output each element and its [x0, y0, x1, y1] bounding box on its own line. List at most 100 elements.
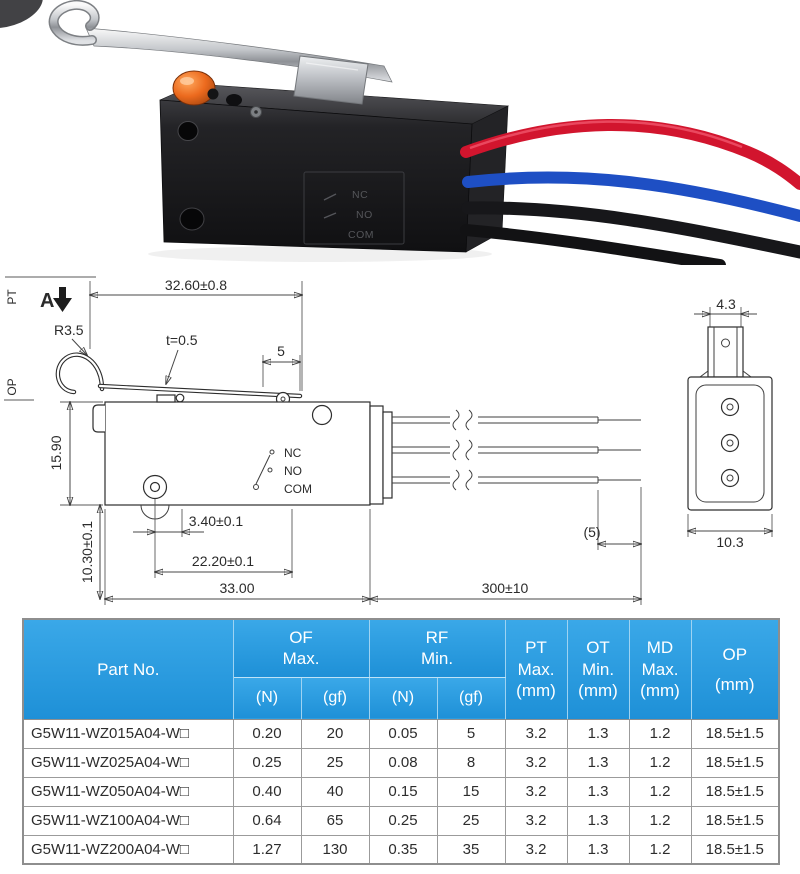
spec-table: Part No. OF Max. RF Min. PT Max. (mm) — [22, 618, 780, 865]
hinge-lever — [48, 0, 393, 118]
cell-ot: 1.3 — [566, 834, 630, 865]
cable-boot-inner — [382, 411, 393, 499]
terminal-label-nc: NC — [284, 446, 302, 460]
op-title: OP — [722, 644, 748, 664]
lever-pivot — [175, 393, 185, 403]
cell-of-gf: 65 — [300, 805, 370, 836]
md-sub: Max. — [641, 659, 679, 679]
rf-title: RF — [425, 628, 449, 647]
mounting-hole-bottom — [179, 207, 205, 231]
dim-wire-length: 300±10 — [482, 580, 529, 596]
cell-ot: 1.3 — [566, 805, 630, 836]
drawn-wire-top — [392, 409, 641, 431]
cell-of-gf: 40 — [300, 776, 370, 807]
lever-blade-inner — [98, 384, 302, 398]
terminal-hole-2 — [720, 433, 740, 453]
left-lug — [92, 404, 105, 433]
right-hole — [311, 404, 333, 426]
wire-black-1 — [461, 201, 800, 259]
wire-red — [460, 119, 800, 190]
ot-sub: Min. — [581, 659, 615, 679]
cell-pt: 3.2 — [504, 805, 568, 836]
side-view: PT OP A 32.60±0.8 R3.5 t=0.5 — [4, 276, 641, 605]
technical-drawing: PT OP A 32.60±0.8 R3.5 t=0.5 — [0, 265, 800, 617]
cell-of-n: 0.64 — [232, 805, 302, 836]
plunger — [226, 94, 242, 106]
terminal-marking-panel — [303, 171, 405, 245]
op-label: OP — [5, 378, 19, 395]
cell-md: 1.2 — [628, 834, 692, 865]
cell-pt: 3.2 — [504, 834, 568, 865]
wire-blue — [462, 171, 800, 222]
switch-body: NC NO COM — [159, 83, 510, 253]
blurred-lever-tip — [0, 0, 43, 29]
cell-part-no: G5W11-WZ100A04-W□ — [22, 805, 234, 836]
pt-title: PT — [525, 638, 547, 658]
lever-hinge-pin — [280, 396, 286, 402]
roller — [172, 70, 219, 106]
wire-black-2 — [460, 224, 726, 271]
cell-md: 1.2 — [628, 805, 692, 836]
col-header-md: MD Max. (mm) — [628, 618, 692, 720]
col-header-ot: OT Min. (mm) — [566, 618, 630, 720]
cell-rf-gf: 15 — [436, 776, 506, 807]
col-header-rf-n: (N) — [368, 676, 438, 720]
cell-of-gf: 20 — [300, 718, 370, 749]
cell-of-gf: 25 — [300, 747, 370, 778]
molded-label-com: COM — [348, 229, 374, 241]
cell-md: 1.2 — [628, 747, 692, 778]
cell-op: 18.5±1.5 — [690, 776, 780, 807]
contact-arm — [255, 454, 271, 485]
dim-hole-height: 10.30±0.1 — [79, 521, 95, 583]
dim-body-height: 15.90 — [48, 435, 64, 470]
actuator-flare — [742, 370, 752, 378]
cell-rf-n: 0.25 — [368, 805, 438, 836]
leader-curl-radius — [71, 338, 87, 355]
ot-title: OT — [586, 638, 610, 658]
cell-md: 1.2 — [628, 718, 692, 749]
cell-part-no: G5W11-WZ200A04-W□ — [22, 834, 234, 865]
col-header-pt: PT Max. (mm) — [504, 618, 568, 720]
nc-contact — [269, 449, 275, 455]
lever-curl-inner — [56, 353, 104, 394]
dim-actuator-width: 4.3 — [716, 296, 736, 312]
cell-rf-gf: 5 — [436, 718, 506, 749]
end-body-inner — [695, 384, 765, 503]
cell-part-no: G5W11-WZ050A04-W□ — [22, 776, 234, 807]
section-view-arrow-down-icon — [53, 287, 72, 312]
terminal-hole-1 — [720, 397, 740, 417]
cell-pt: 3.2 — [504, 776, 568, 807]
terminal-label-com: COM — [284, 482, 312, 496]
pt-unit: (mm) — [516, 680, 556, 700]
dim-body-depth: 10.3 — [716, 534, 743, 550]
terminal-arrow-marks — [323, 193, 337, 219]
op-unit: (mm) — [714, 674, 755, 694]
cell-ot: 1.3 — [566, 776, 630, 807]
cell-ot: 1.3 — [566, 718, 630, 749]
ot-unit: (mm) — [578, 680, 618, 700]
terminal-hole-3 — [720, 468, 740, 488]
cell-op: 18.5±1.5 — [690, 747, 780, 778]
md-title: MD — [646, 638, 674, 658]
switch-photo-svg: NC NO COM — [0, 0, 800, 271]
of-sub: Max. — [282, 649, 320, 669]
actuator-pin — [721, 338, 730, 348]
md-unit: (mm) — [640, 680, 680, 700]
cell-part-no: G5W11-WZ025A04-W□ — [22, 747, 234, 778]
spec-table-section: Part No. OF Max. RF Min. PT Max. (mm) — [22, 618, 780, 865]
lever-curl — [50, 1, 99, 45]
col-header-of-gf: (gf) — [300, 676, 370, 720]
mounting-hole-top — [177, 121, 199, 141]
cell-of-n: 0.25 — [232, 747, 302, 778]
table-row: G5W11-WZ025A04-W□ 0.25 25 0.08 8 3.2 1.3… — [22, 747, 780, 778]
cell-rf-n: 0.05 — [368, 718, 438, 749]
roller-pin — [207, 88, 219, 100]
cell-of-n: 0.20 — [232, 718, 302, 749]
col-header-op: OP (mm) — [690, 618, 780, 720]
part-no-label: Part No. — [97, 659, 160, 679]
drawn-wire-bottom — [392, 469, 641, 491]
of-title: OF — [289, 628, 313, 647]
com-contact — [253, 484, 259, 490]
dimension-drawing-svg: PT OP A 32.60±0.8 R3.5 t=0.5 — [4, 276, 800, 605]
